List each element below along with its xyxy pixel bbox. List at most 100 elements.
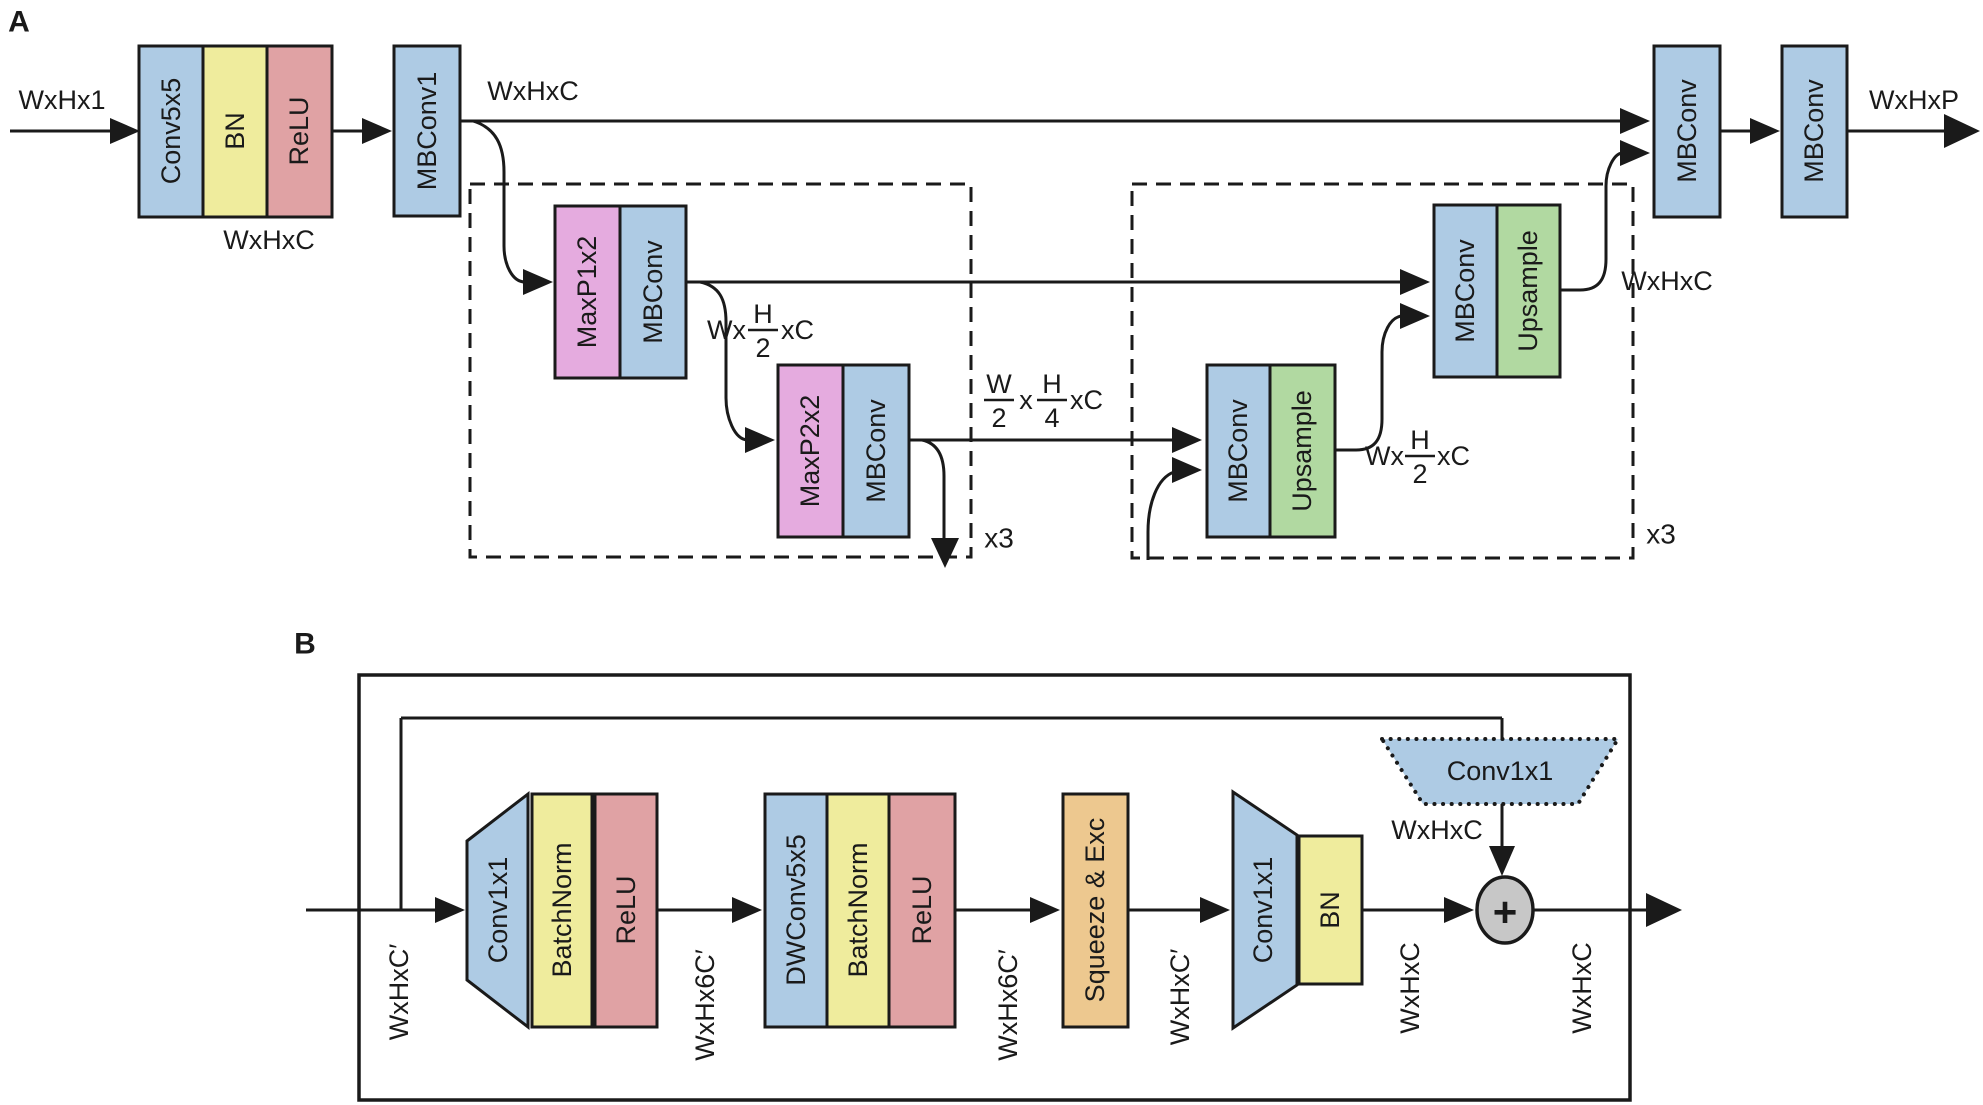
dim-denominator: 2 <box>755 333 770 363</box>
stem-bn-label: BN <box>220 112 250 150</box>
dim-suffix: xC <box>1070 385 1103 415</box>
decoder-repeat-box <box>1130 182 1635 560</box>
dim-numerator-2: H <box>1042 369 1062 399</box>
stem-conv-rect <box>137 44 205 219</box>
arrowhead-icon <box>1172 427 1202 453</box>
arrowhead-icon <box>1646 893 1682 927</box>
b-dw-conv-label: DWConv5x5 <box>781 834 811 986</box>
dim-prefix: Wx <box>1365 441 1404 471</box>
arrowhead-icon <box>1200 897 1230 923</box>
arrowhead-icon <box>1444 897 1474 923</box>
arrowhead-icon <box>1489 846 1515 876</box>
head-mbconv2-rect <box>1780 44 1849 219</box>
arrowhead-icon <box>1400 303 1430 329</box>
dim-prefix: Wx <box>707 315 746 345</box>
mbconv1-rect <box>392 44 462 218</box>
b-dw-relu-rect <box>887 792 957 1029</box>
b-dw-bn-rect <box>825 792 891 1029</box>
arrowhead-icon <box>435 897 465 923</box>
arrowhead-icon <box>1172 457 1202 483</box>
mbconv-boundary-box <box>357 673 1632 1102</box>
arrowhead-icon <box>1030 897 1060 923</box>
stem-conv-label: Conv5x5 <box>156 78 186 185</box>
head-mbconv1-rect <box>1652 44 1722 219</box>
decoder-b2-up-label: Upsample <box>1513 230 1543 352</box>
arrowhead-icon <box>1620 140 1650 166</box>
stem-out-dim-label: WxHxC <box>223 225 314 255</box>
b-expand-conv-label: Conv1x1 <box>483 857 513 964</box>
b-dw-bn-label: BatchNorm <box>843 842 873 977</box>
decoder-b1-up-rect <box>1268 363 1337 539</box>
dim-numerator: H <box>753 299 773 329</box>
b-expand-bn-rect <box>530 792 594 1029</box>
decoder-repeat-label: x3 <box>1646 519 1676 550</box>
decoder-b2-up-rect <box>1495 203 1562 379</box>
b-se-label: Squeeze & Exc <box>1080 818 1110 1003</box>
plus-icon: + <box>1493 889 1518 936</box>
b-skip-wire <box>401 716 1504 740</box>
decoder-b1-up-label: Upsample <box>1287 390 1317 512</box>
encoder-b1-pool-label: MaxP1x2 <box>572 236 602 349</box>
encoder-b2-pool-rect <box>776 363 845 539</box>
arrowhead-icon <box>523 269 553 295</box>
decoder-b1-out-dim: Wx H 2 xC <box>1365 425 1470 489</box>
dim-numerator-1: W <box>986 369 1012 399</box>
decoder-b1-conv-label: MBConv <box>1223 399 1253 503</box>
encoder-b2-pool-label: MaxP2x2 <box>795 395 825 508</box>
encoder-b2-out-dim: W 2 x H 4 xC <box>984 369 1103 433</box>
stem-relu-rect <box>265 44 334 219</box>
encoder-b2-conv-label: MBConv <box>861 399 891 503</box>
b-dim-after-se-label: WxHxC′ <box>1165 949 1195 1046</box>
b-project-conv-shape <box>1231 789 1299 1031</box>
b-project-bn-label: BN <box>1315 891 1345 929</box>
b-out-dim-label: WxHxC <box>1567 942 1597 1033</box>
encoder-b1-pool-rect <box>553 204 622 380</box>
top-skip-dim-label: WxHxC <box>487 76 578 106</box>
b-dim-after-dw-label: WxHx6C′ <box>993 949 1023 1061</box>
arrowhead-icon <box>1620 108 1650 134</box>
b-skip-conv-label: Conv1x1 <box>1447 756 1554 786</box>
dim-times: x <box>1019 385 1033 415</box>
head-mbconv2-label: MBConv <box>1799 79 1829 183</box>
dim-denominator: 2 <box>1412 459 1427 489</box>
b-skip-dim-label: WxHxC <box>1391 815 1482 845</box>
stem-relu-label: ReLU <box>284 96 314 165</box>
dim-suffix: xC <box>1437 441 1470 471</box>
decoder-out-dim-label: WxHxC <box>1621 266 1712 296</box>
encoder-repeat-exit-wire <box>921 438 946 540</box>
arrowhead-icon <box>732 897 762 923</box>
arrowhead-icon <box>745 427 775 453</box>
dim-denominator-2: 4 <box>1044 403 1059 433</box>
b-dim-after-project-label: WxHxC <box>1395 942 1425 1033</box>
arrowhead-icon <box>362 118 392 144</box>
encoder-b2-conv-rect <box>841 363 911 539</box>
b-skip-conv-shape <box>1378 737 1622 806</box>
mbconv1-to-encoder-wire <box>472 119 526 284</box>
decoder-b2-conv-label: MBConv <box>1450 239 1480 343</box>
decoder-feed-wire <box>1146 470 1175 560</box>
arrowhead-icon <box>1750 118 1780 144</box>
decoder-b1-to-b2-wire <box>1335 314 1403 452</box>
b-se-rect <box>1061 792 1130 1029</box>
decoder-out-wire <box>1560 151 1623 292</box>
b-dw-conv-rect <box>763 792 829 1029</box>
b-expand-relu-label: ReLU <box>611 875 641 944</box>
panel-a-label: A <box>8 6 30 39</box>
encoder-repeat-box <box>468 182 973 559</box>
dim-denominator-1: 2 <box>991 403 1006 433</box>
panel-b-label: B <box>294 628 316 661</box>
head-mbconv1-label: MBConv <box>1672 79 1702 183</box>
encoder-b1-conv-rect <box>618 204 688 380</box>
b-project-conv-label: Conv1x1 <box>1248 857 1278 964</box>
encoder-repeat-label: x3 <box>984 523 1014 554</box>
arrowhead-icon <box>1400 269 1430 295</box>
arrowhead-icon <box>1944 114 1980 148</box>
b-expand-conv-shape <box>465 790 530 1031</box>
arrowhead-icon <box>931 538 959 568</box>
encoder-b1-conv-label: MBConv <box>638 240 668 344</box>
output-dim-label: WxHxP <box>1869 85 1959 115</box>
dim-numerator: H <box>1410 425 1430 455</box>
mbconv1-label: MBConv1 <box>412 72 442 191</box>
b-dw-relu-label: ReLU <box>907 875 937 944</box>
arrowhead-icon <box>110 118 140 144</box>
